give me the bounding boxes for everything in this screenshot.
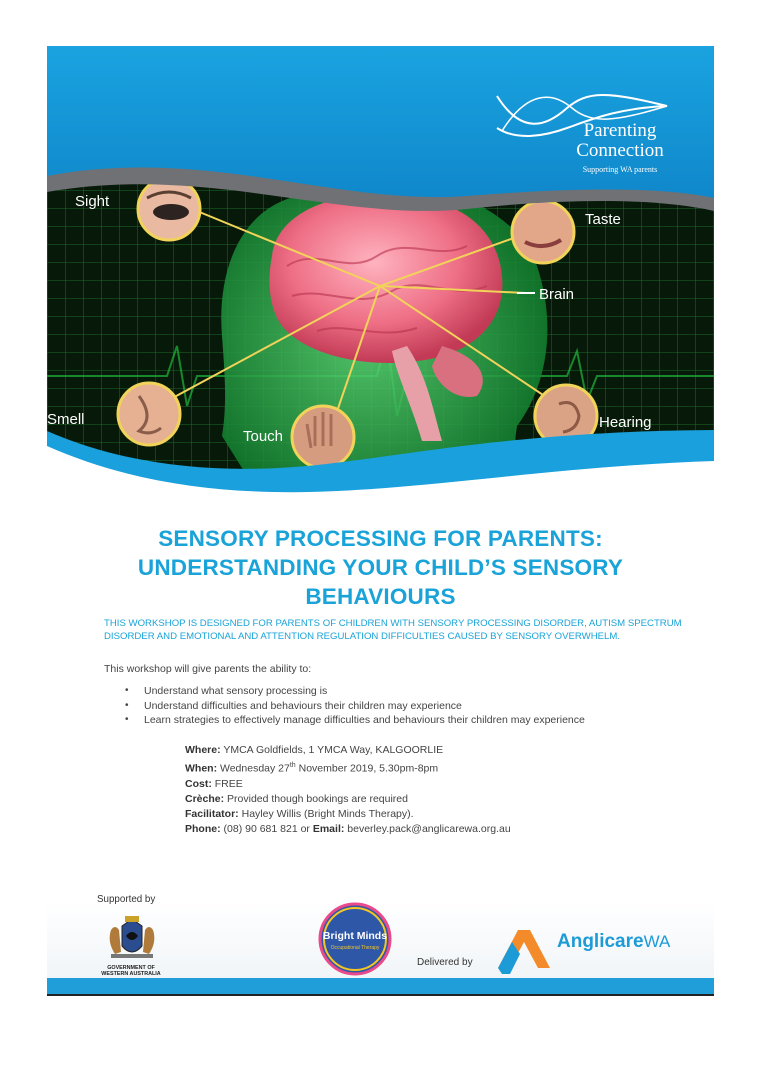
brand-tagline: Supporting WA parents [582, 165, 658, 174]
workshop-title: SENSORY PROCESSING FOR PARENTS: UNDERSTA… [47, 524, 714, 611]
lead-sentence: This workshop will give parents the abil… [104, 663, 312, 675]
anglicare-logo-mark [498, 930, 550, 974]
list-item: Learn strategies to effectively manage d… [125, 713, 585, 728]
svg-text:Bright Minds: Bright Minds [323, 930, 387, 942]
intro-paragraph: THIS WORKSHOP IS DESIGNED FOR PARENTS OF… [104, 618, 682, 642]
govt-wa-text: GOVERNMENT OF WESTERN AUSTRALIA [101, 965, 161, 977]
email-link[interactable]: beverley.pack@anglicarewa.org.au [347, 822, 511, 835]
hero-banner: Parenting Connection Supporting WA paren… [47, 46, 714, 496]
delivered-by-label: Delivered by [417, 957, 473, 968]
outcomes-list: Understand what sensory processing is Un… [125, 684, 585, 728]
detail-where: Where: YMCA Goldfields, 1 YMCA Way, KALG… [185, 744, 444, 756]
footer-rule [47, 994, 714, 996]
supported-by-label: Supported by [97, 894, 156, 905]
bright-minds-logo: Bright Minds Occupational Therapy [318, 902, 392, 976]
flyer-page: Parenting Connection Supporting WA paren… [47, 46, 714, 996]
anglicare-wordmark: AnglicareWA [557, 931, 671, 952]
label-touch: Touch [243, 428, 284, 445]
detail-cost: Cost: FREE [185, 777, 243, 790]
detail-creche: Crèche: Provided though bookings are req… [185, 792, 408, 805]
brand-line-2: Connection [576, 140, 664, 161]
title-line-1: SENSORY PROCESSING FOR PARENTS: [158, 526, 603, 551]
svg-text:Occupational Therapy: Occupational Therapy [331, 945, 380, 951]
label-hearing: Hearing [599, 414, 652, 431]
detail-contact: Phone: (08) 90 681 821 or Email: beverle… [185, 822, 511, 835]
label-sight: Sight [75, 193, 110, 210]
footer-bar [47, 978, 714, 994]
parenting-connection-logo: Parenting Connection Supporting WA paren… [555, 120, 685, 175]
label-smell: Smell [47, 411, 85, 428]
wa-government-crest [109, 916, 155, 958]
detail-when: When: Wednesday 27th November 2019, 5.30… [185, 762, 439, 775]
event-details: Where: YMCA Goldfields, 1 YMCA Way, KALG… [185, 743, 511, 837]
brand-line-1: Parenting [583, 120, 657, 141]
title-line-2: UNDERSTANDING YOUR CHILD’S SENSORY [137, 555, 624, 580]
label-taste: Taste [585, 211, 621, 228]
title-line-3: BEHAVIOURS [305, 584, 456, 609]
list-item: Understand what sensory processing is [125, 684, 585, 699]
list-item: Understand difficulties and behaviours t… [125, 699, 585, 714]
label-brain: Brain [539, 286, 575, 303]
detail-facilitator: Facilitator: Hayley Willis (Bright Minds… [185, 807, 414, 820]
sensory-brain-illustration [47, 46, 714, 496]
